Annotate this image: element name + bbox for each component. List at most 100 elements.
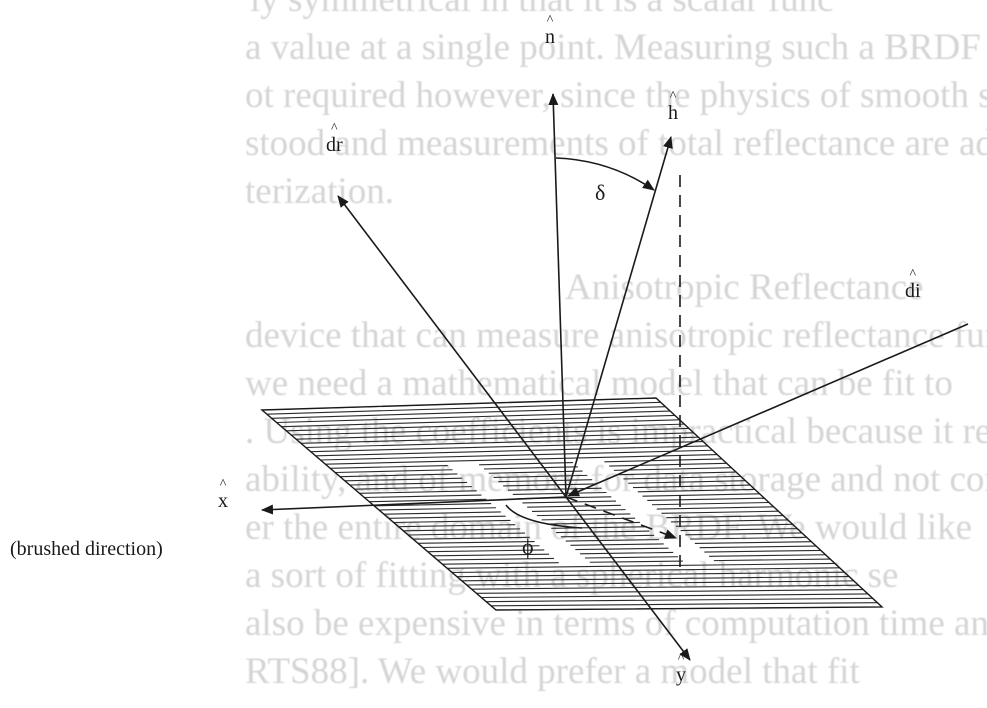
reflected-direction-label-text: dr <box>326 134 343 156</box>
hatch-line <box>320 449 713 461</box>
hatch-line <box>335 469 453 474</box>
normal-label: ^ n <box>545 14 555 49</box>
hat-mark: ^ <box>219 477 227 492</box>
hatch-line <box>486 597 873 603</box>
hatch-line <box>704 549 821 553</box>
hatch-line <box>378 507 497 511</box>
hatch-line <box>286 419 680 432</box>
hatch-line <box>413 536 530 540</box>
hatch-line <box>613 467 732 471</box>
x-axis-label: ^ x <box>218 477 228 513</box>
hatch-line <box>642 493 760 497</box>
normal-label-text: n <box>545 26 555 48</box>
hatch-line <box>699 545 817 549</box>
delta-angle-arc <box>555 157 655 191</box>
hatch-line <box>393 519 511 524</box>
hatch-line <box>675 523 793 527</box>
hatch-line <box>584 556 679 559</box>
hatch-line <box>498 479 593 483</box>
hatch-line <box>427 549 545 553</box>
hatch-line <box>374 502 492 507</box>
hatch-line <box>471 584 859 590</box>
hatch-line <box>491 602 878 607</box>
hatch-line <box>536 513 631 517</box>
hatch-line <box>685 532 802 536</box>
hatch-line <box>609 462 727 467</box>
hatch-line <box>479 461 574 466</box>
hatch-line <box>713 558 831 562</box>
hatch-line <box>276 410 671 424</box>
hatch-line <box>315 445 708 457</box>
background-text-line: ot required however, since the physics o… <box>245 75 987 116</box>
hatch-line <box>661 510 779 514</box>
incident-direction-vector <box>567 323 969 497</box>
half-vector <box>565 136 673 498</box>
hatch-line <box>656 506 774 510</box>
hatch-line <box>709 554 826 557</box>
hatch-line <box>447 562 835 569</box>
hatch-line <box>565 539 659 542</box>
hatch-line <box>589 560 683 563</box>
hatch-line <box>488 470 583 474</box>
hatch-line <box>422 545 540 549</box>
hat-mark: ^ <box>677 651 685 666</box>
background-text-line: also be expensive in terms of computatio… <box>245 603 987 644</box>
hatch-line <box>503 483 597 487</box>
hatch-line <box>580 551 674 555</box>
hatch-line <box>417 540 535 544</box>
hatch-line <box>541 517 636 521</box>
hatch-line <box>398 524 516 528</box>
hatch-line <box>359 490 477 494</box>
hatch-line <box>680 528 798 532</box>
hatch-line <box>481 593 868 599</box>
hatch-line <box>628 480 746 484</box>
hatch-line <box>442 562 559 565</box>
hatch-line <box>512 491 607 495</box>
half-vector-label: ^ h <box>668 90 678 125</box>
reflected-direction-vector <box>337 195 567 498</box>
normal-vector <box>548 93 567 498</box>
x-axis-label-text: x <box>218 490 228 512</box>
hatch-line <box>632 484 751 489</box>
hatch-line <box>647 497 765 502</box>
hatch-line <box>330 464 448 469</box>
y-axis <box>565 496 691 661</box>
hatch-line <box>690 536 807 540</box>
hatch-line <box>369 498 487 503</box>
hatch-line <box>671 519 788 523</box>
hatch-line <box>325 454 718 465</box>
hatch-line <box>291 423 685 436</box>
hatch-line <box>483 466 578 470</box>
hatch-line <box>651 501 770 506</box>
hatch-line <box>281 414 675 428</box>
incident-direction-label: ^ di <box>905 268 921 303</box>
x-axis <box>261 496 567 515</box>
hatch-line <box>432 553 550 557</box>
hatch-line <box>666 515 784 519</box>
hatch-line <box>408 532 525 536</box>
hatch-line <box>310 440 704 453</box>
phi-angle-arc <box>505 504 583 529</box>
y-axis-label-text: y <box>676 664 686 686</box>
hatch-line <box>560 534 655 538</box>
hatch-line <box>694 541 812 544</box>
background-text-line: Anisotropic Reflectance <box>565 267 924 308</box>
hatch-line <box>437 557 554 561</box>
background-text-line: RTS88]. We would prefer a model that fit <box>245 651 860 692</box>
hatch-line <box>383 511 501 515</box>
half-vector-label-text: h <box>668 102 678 124</box>
background-text-line: device that can measure anisotropic refl… <box>245 315 987 356</box>
delta-angle-label: δ <box>595 180 606 205</box>
background-text-line: stood and measurements of total reflecta… <box>245 123 987 164</box>
hatch-line <box>344 477 463 482</box>
hatch-line <box>305 436 699 449</box>
y-axis-label: ^ y <box>676 651 686 687</box>
hatch-line <box>551 526 645 529</box>
phi-angle-label: ϕ <box>522 534 534 559</box>
hatch-line <box>575 547 669 551</box>
hatch-line <box>271 406 666 419</box>
hatch-line <box>266 401 661 415</box>
